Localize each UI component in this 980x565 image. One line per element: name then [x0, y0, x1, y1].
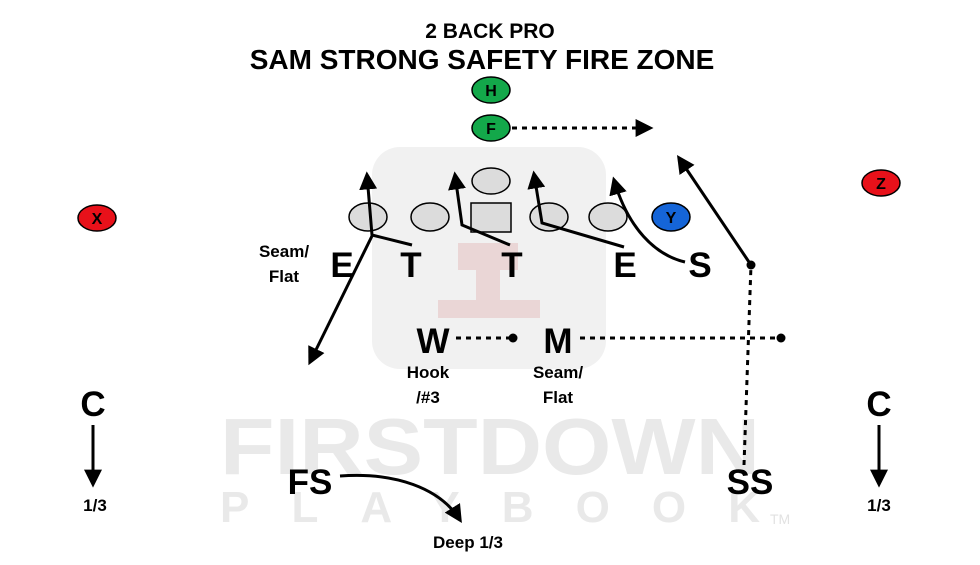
- free-safety: FS: [288, 463, 333, 502]
- corner-left-assignment: 1/3: [83, 496, 107, 515]
- mike-linebacker: M: [543, 322, 572, 361]
- ss-rotation-path: [742, 264, 753, 466]
- receiver-z-label: Z: [876, 176, 886, 193]
- watermark-trademark: TM: [770, 511, 790, 527]
- left-guard: [410, 202, 450, 232]
- left-tackle: [348, 202, 388, 232]
- tight-end-y-marker: [651, 202, 691, 232]
- defensive-end-right: E: [613, 246, 636, 285]
- back-f-marker: [471, 114, 511, 142]
- right-guard: [529, 202, 569, 232]
- back-f: F: [471, 114, 511, 142]
- play-title: SAM STRONG SAFETY FIRE ZONE: [250, 44, 715, 75]
- de-left-drop-path: [308, 235, 374, 366]
- tight-end-y: Y: [651, 202, 691, 232]
- back-h-label: H: [485, 83, 497, 100]
- formation-title: 2 BACK PRO: [425, 20, 555, 43]
- corner-right-assignment: 1/3: [867, 496, 891, 515]
- will-linebacker: W: [416, 322, 449, 361]
- de-right-rush-path: [527, 170, 625, 249]
- receiver-x-marker: [77, 204, 117, 232]
- de-left-rush-path: [359, 171, 413, 247]
- sam-linebacker: S: [688, 246, 711, 285]
- receiver-z: Z: [861, 169, 901, 197]
- mike-assignment-line1: Seam/: [533, 363, 583, 382]
- receiver-z-marker: [861, 169, 901, 197]
- free-safety-rotation: [339, 473, 462, 524]
- back-f-label: F: [486, 121, 496, 138]
- will-shift-dot: [508, 333, 518, 343]
- center: [470, 202, 512, 233]
- receiver-x-label: X: [92, 211, 103, 228]
- right-tackle: [588, 202, 628, 232]
- tight-end-y-label: Y: [666, 210, 677, 227]
- ss-blitz-path: [676, 155, 753, 266]
- back-h-marker: [471, 76, 511, 104]
- will-assignment-line2: /#3: [416, 388, 440, 407]
- corner-right: C: [866, 385, 891, 424]
- corner-left: C: [80, 385, 105, 424]
- offensive-line: [348, 167, 628, 233]
- dt-right-rush-path: [448, 171, 511, 247]
- defensive-end-left: E: [330, 246, 353, 285]
- defensive-tackle-left: T: [400, 246, 421, 285]
- watermark-logo-mark: [438, 243, 540, 318]
- free-safety-assignment: Deep 1/3: [433, 533, 503, 552]
- back-h: H: [471, 76, 511, 104]
- strong-safety: SS: [727, 463, 774, 502]
- mike-assignment-line2: Flat: [543, 388, 574, 407]
- de-left-assignment-line2: Flat: [269, 267, 300, 286]
- sam-blitz-path: [609, 176, 686, 264]
- watermark-line1: FIRSTDOWN: [220, 402, 760, 491]
- quarterback: [471, 167, 511, 195]
- de-left-assignment-line1: Seam/: [259, 242, 309, 261]
- receiver-x: X: [77, 204, 117, 232]
- defensive-tackle-right: T: [501, 246, 522, 285]
- mike-shift-dot: [776, 333, 786, 343]
- will-assignment-line1: Hook: [407, 363, 450, 382]
